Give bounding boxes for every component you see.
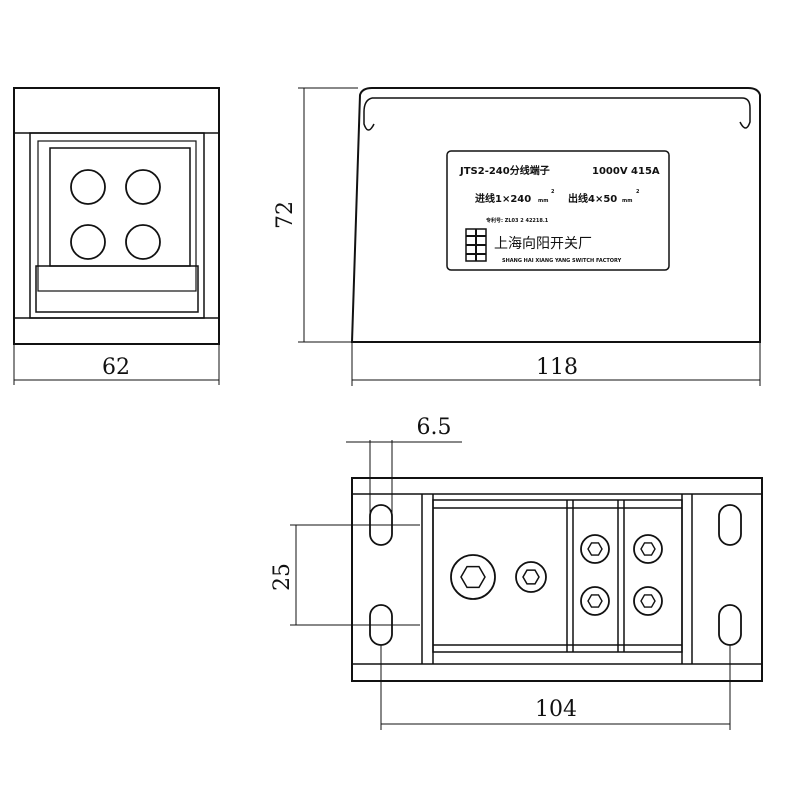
label-manufacturer: 上海向阳开关厂 — [494, 236, 592, 252]
manufacturer-logo — [465, 228, 487, 262]
terminal-hole — [125, 224, 161, 260]
label-output: 出线4×50 — [568, 192, 617, 205]
output-screw — [633, 534, 663, 564]
output-screw — [580, 586, 610, 616]
dimension-height: 72 — [273, 201, 298, 229]
label-rating: 1000V 415A — [592, 166, 660, 177]
terminal-hole — [70, 169, 106, 205]
label-output-unit: mm — [622, 198, 632, 204]
mounting-slot — [718, 604, 742, 646]
front-view: JTS2-240分线端子 1000V 415A 进线1×240 mm 2 出线4… — [273, 87, 761, 386]
label-model: JTS2-240分线端子 — [459, 164, 550, 177]
output-screw — [580, 534, 610, 564]
terminal-hole — [70, 224, 106, 260]
label-input-unit: mm — [538, 198, 548, 204]
nameplate — [446, 150, 670, 271]
input-screw — [450, 554, 496, 600]
label-manufacturer-en: SHANG HAI XIANG YANG SWITCH FACTORY — [502, 258, 622, 264]
input-screw-small — [515, 561, 547, 593]
dimension-mount-spacing: 104 — [535, 697, 577, 722]
side-view: 62 — [13, 87, 220, 385]
label-patent: 专利号: ZL03 2 42218.1 — [486, 217, 549, 224]
dimension-length: 118 — [536, 355, 578, 380]
label-input-exp: 2 — [551, 189, 555, 195]
dimension-width-side: 62 — [102, 355, 130, 380]
dimension-hole-spacing: 25 — [270, 563, 295, 591]
dimension-hole-offset: 6.5 — [417, 415, 452, 440]
top-view: 6.5 25 104 — [270, 415, 763, 730]
terminal-hole — [125, 169, 161, 205]
output-screw — [633, 586, 663, 616]
mounting-slot — [718, 504, 742, 546]
label-input: 进线1×240 — [475, 192, 531, 205]
label-output-exp: 2 — [636, 189, 640, 195]
